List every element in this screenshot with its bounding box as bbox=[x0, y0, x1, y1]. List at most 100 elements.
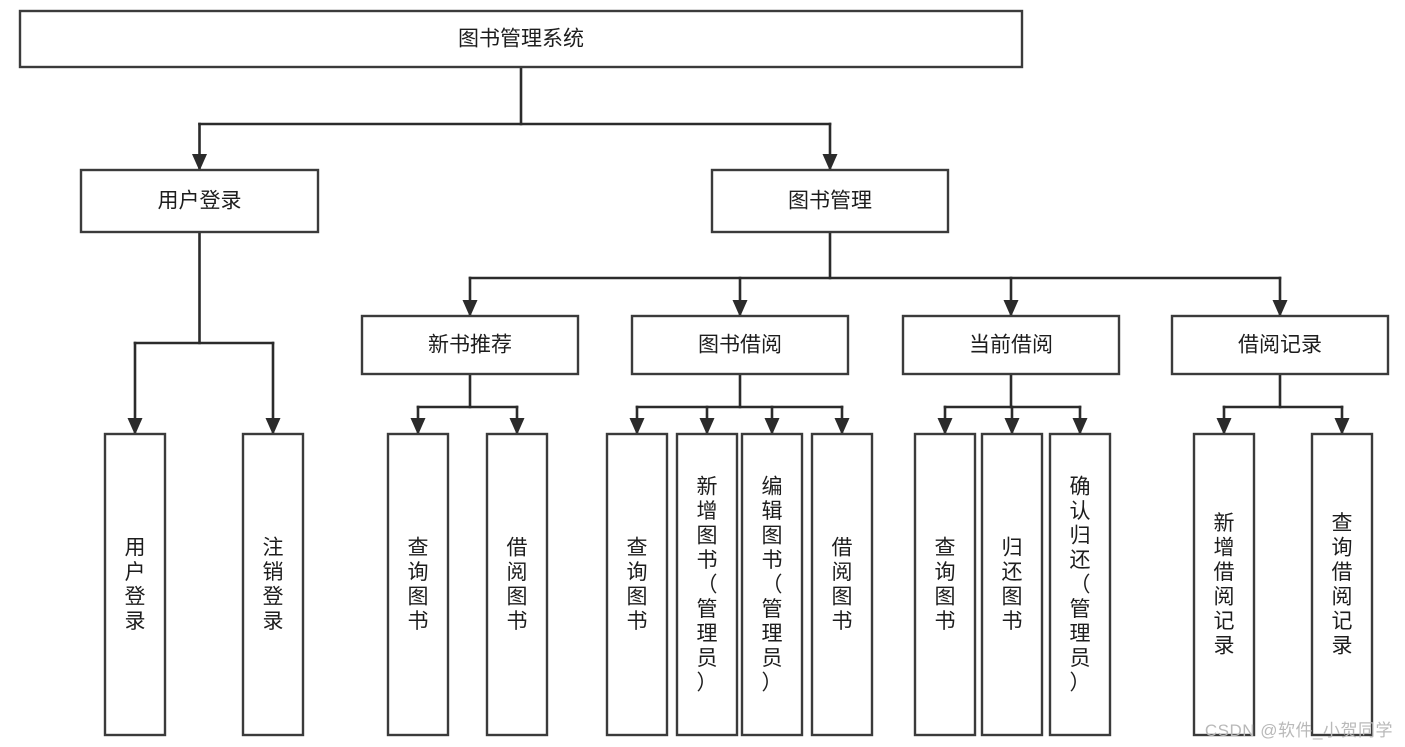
svg-text:借: 借 bbox=[507, 537, 528, 560]
svg-text:书: 书 bbox=[832, 610, 853, 633]
svg-text:图: 图 bbox=[832, 586, 853, 609]
node-box-borrow-record bbox=[1170, 314, 1390, 376]
node-box-leaf-query-book-2 bbox=[605, 432, 669, 737]
node-box-leaf-edit-book bbox=[740, 432, 804, 737]
arrow-head-icon bbox=[1072, 418, 1088, 435]
svg-text:借: 借 bbox=[1214, 561, 1235, 584]
arrow-head-icon bbox=[509, 418, 525, 435]
node-box-leaf-borrow-book-2 bbox=[810, 432, 874, 737]
svg-text:图: 图 bbox=[697, 524, 718, 547]
svg-text:阅: 阅 bbox=[832, 561, 853, 584]
node-current-borrow[interactable]: 当前借阅 bbox=[901, 314, 1121, 376]
svg-text:用: 用 bbox=[125, 537, 146, 560]
svg-text:）: ） bbox=[697, 671, 718, 694]
svg-text:归: 归 bbox=[1002, 537, 1023, 560]
node-box-leaf-query-borrow-record bbox=[1310, 432, 1374, 737]
svg-text:图: 图 bbox=[627, 586, 648, 609]
node-leaf-user-login[interactable]: 用户登录 bbox=[103, 432, 167, 737]
svg-text:记: 记 bbox=[1332, 610, 1353, 633]
svg-text:图: 图 bbox=[408, 586, 429, 609]
arrow-head-icon bbox=[1004, 418, 1020, 435]
svg-text:新: 新 bbox=[1214, 512, 1235, 535]
svg-text:录: 录 bbox=[1332, 635, 1353, 658]
svg-text:借: 借 bbox=[1332, 561, 1353, 584]
connector-group-root bbox=[192, 65, 838, 172]
arrow-head-icon bbox=[629, 418, 645, 435]
svg-text:管: 管 bbox=[1070, 598, 1091, 621]
svg-text:书: 书 bbox=[762, 549, 783, 572]
connector-group-book-management bbox=[462, 230, 1288, 318]
svg-text:管: 管 bbox=[697, 598, 718, 621]
svg-text:认: 认 bbox=[1070, 500, 1091, 523]
svg-text:理: 理 bbox=[697, 622, 718, 645]
node-label-current-borrow: 当前借阅 bbox=[969, 334, 1053, 357]
node-label-new-book-recommend: 新书推荐 bbox=[428, 334, 512, 357]
node-borrow-record[interactable]: 借阅记录 bbox=[1170, 314, 1390, 376]
svg-text:理: 理 bbox=[1070, 622, 1091, 645]
svg-text:录: 录 bbox=[125, 610, 146, 633]
node-new-book-recommend[interactable]: 新书推荐 bbox=[360, 314, 580, 376]
node-book-management[interactable]: 图书管理 bbox=[710, 168, 950, 234]
node-user-login[interactable]: 用户登录 bbox=[79, 168, 320, 234]
svg-text:确: 确 bbox=[1070, 475, 1091, 498]
svg-text:书: 书 bbox=[507, 610, 528, 633]
svg-text:记: 记 bbox=[1214, 610, 1235, 633]
connector-group-borrow-record bbox=[1216, 372, 1350, 436]
node-box-leaf-confirm-return bbox=[1048, 432, 1112, 737]
svg-text:查: 查 bbox=[627, 537, 648, 560]
node-box-leaf-user-login bbox=[103, 432, 167, 737]
svg-text:询: 询 bbox=[627, 561, 648, 584]
node-box-new-book-recommend bbox=[360, 314, 580, 376]
svg-text:查: 查 bbox=[1332, 512, 1353, 535]
node-root[interactable]: 图书管理系统 bbox=[18, 9, 1024, 69]
svg-text:增: 增 bbox=[1214, 537, 1235, 560]
svg-text:销: 销 bbox=[263, 561, 284, 584]
svg-text:增: 增 bbox=[697, 500, 718, 523]
node-label-user-login: 用户登录 bbox=[158, 190, 242, 213]
node-label-root: 图书管理系统 bbox=[458, 28, 584, 51]
svg-text:（: （ bbox=[762, 573, 783, 596]
svg-text:（: （ bbox=[1070, 573, 1091, 596]
node-box-root bbox=[18, 9, 1024, 69]
arrow-head-icon bbox=[834, 418, 850, 435]
arrow-head-icon bbox=[1272, 300, 1288, 317]
svg-text:书: 书 bbox=[408, 610, 429, 633]
node-box-leaf-add-book bbox=[675, 432, 739, 737]
svg-text:管: 管 bbox=[762, 598, 783, 621]
connector-group-user-login bbox=[127, 230, 281, 436]
arrow-head-icon bbox=[1216, 418, 1232, 435]
svg-text:阅: 阅 bbox=[1214, 586, 1235, 609]
node-label-leaf-user-login: 用户登录 bbox=[125, 537, 146, 634]
svg-text:新: 新 bbox=[697, 475, 718, 498]
node-box-book-management bbox=[710, 168, 950, 234]
svg-text:登: 登 bbox=[263, 586, 284, 609]
connector-layer bbox=[127, 65, 1350, 436]
node-book-borrow[interactable]: 图书借阅 bbox=[630, 314, 850, 376]
connector-group-current-borrow bbox=[937, 372, 1088, 436]
svg-text:辑: 辑 bbox=[762, 500, 783, 523]
arrow-head-icon bbox=[822, 154, 838, 171]
node-box-book-borrow bbox=[630, 314, 850, 376]
svg-text:查: 查 bbox=[935, 537, 956, 560]
node-layer: 图书管理系统用户登录图书管理新书推荐图书借阅当前借阅借阅记录用户登录注销登录查询… bbox=[18, 9, 1390, 737]
node-box-current-borrow bbox=[901, 314, 1121, 376]
svg-text:）: ） bbox=[1070, 671, 1091, 694]
